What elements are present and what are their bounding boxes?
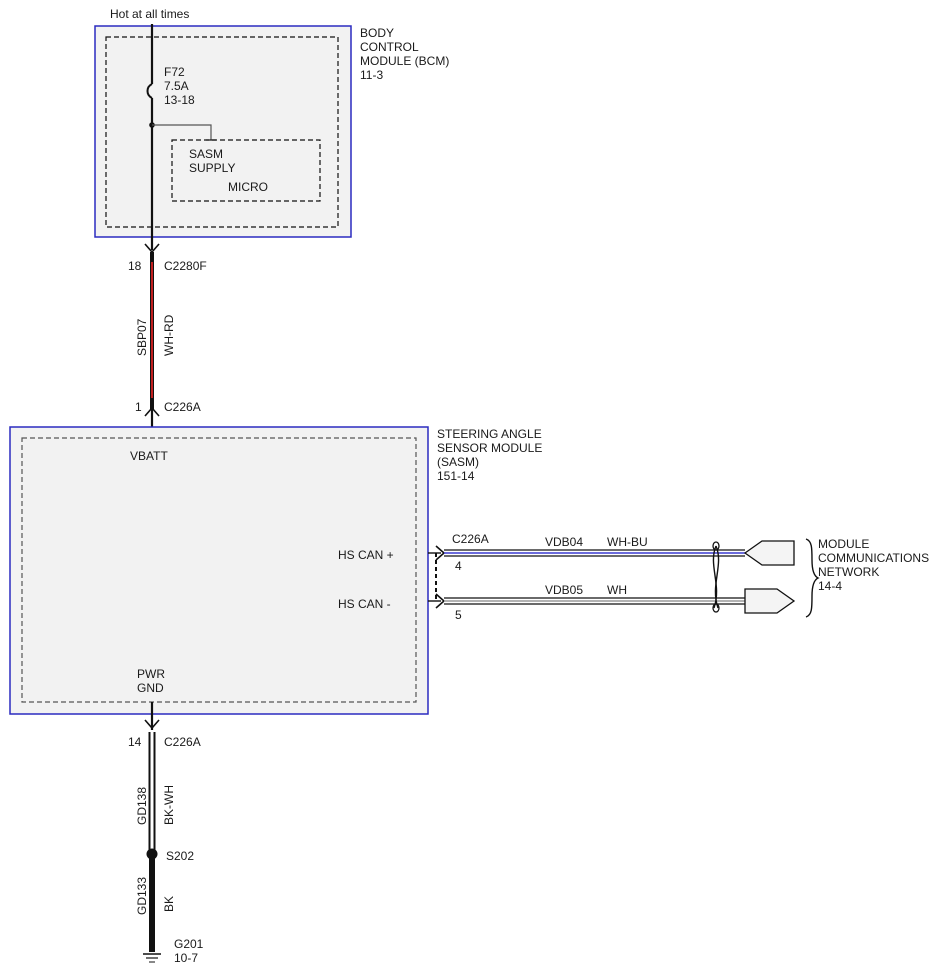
network-connector-high-arrow[interactable] — [743, 540, 795, 566]
fuse-id: F72 — [164, 65, 185, 79]
twisted-pair-top-loop — [712, 541, 720, 551]
micro-block[interactable] — [171, 139, 321, 202]
vbatt-pin-label: VBATT — [130, 449, 168, 463]
bcm-name-line-1: BODY — [360, 26, 394, 40]
c2280f-id: C2280F — [164, 259, 207, 273]
can-low-color: WH — [607, 583, 627, 597]
sasm-page-ref: 151-14 — [437, 469, 475, 483]
twisted-pair-symbol-b — [714, 545, 720, 609]
sasm-name-line-1: STEERING ANGLE — [437, 427, 542, 441]
pwr-gnd-line-2: GND — [137, 681, 164, 695]
gd133-circuit: GD133 — [135, 877, 149, 915]
micro-label: MICRO — [228, 180, 268, 194]
network-name-line-3: NETWORK — [818, 565, 879, 579]
micro-line-2: SUPPLY — [189, 161, 235, 175]
gd138-color: BK-WH — [162, 785, 176, 825]
can-low-pin: 5 — [455, 608, 462, 622]
fuse-rating: 7.5A — [164, 79, 189, 93]
twisted-pair-symbol — [712, 545, 718, 609]
c226a-pin1-id: C226A — [164, 400, 201, 414]
bcm-name-line-2: CONTROL — [360, 40, 419, 54]
ground-point-ref: 10-7 — [174, 951, 198, 965]
micro-feed-wire — [152, 124, 212, 140]
sasm-name-line-2: SENSOR MODULE — [437, 441, 542, 455]
pwr-gnd-line-1: PWR — [137, 667, 165, 681]
sasm-name-line-3: (SASM) — [437, 455, 479, 469]
can-high-pin: 4 — [455, 559, 462, 573]
supply-wire-color: WH-RD — [162, 314, 176, 356]
bcm-name-line-3: MODULE (BCM) — [360, 54, 449, 68]
network-name-line-2: COMMUNICATIONS — [818, 551, 929, 565]
can-high-color: WH-BU — [607, 535, 648, 549]
gd133-color: BK — [162, 896, 176, 912]
can-high-circuit: VDB04 — [545, 535, 583, 549]
bcm-page-ref: 11-3 — [360, 68, 383, 82]
c226a-pin1-number: 1 — [135, 400, 142, 414]
can-low-circuit: VDB05 — [545, 583, 583, 597]
network-brace — [805, 538, 820, 618]
bcm-module-box[interactable] — [94, 25, 352, 238]
micro-line-1: SASM — [189, 147, 223, 161]
power-source-label: Hot at all times — [110, 7, 189, 21]
fuse-f72-symbol[interactable] — [146, 83, 153, 99]
sasm-module-box[interactable] — [9, 426, 429, 715]
ground-connector-pin: 14 — [128, 735, 142, 749]
hs-can-plus-label: HS CAN + — [338, 548, 394, 562]
hs-can-minus-label: HS CAN - — [338, 597, 391, 611]
connector-c226a-pin14-symbol[interactable] — [144, 719, 160, 730]
gd138-circuit: GD138 — [135, 787, 149, 825]
supply-wire-circuit: SBP07 — [135, 318, 149, 356]
network-name-line-1: MODULE — [818, 537, 869, 551]
fuse-ref: 13-18 — [164, 93, 195, 107]
can-connector-id: C226A — [452, 532, 489, 546]
splice-s202-label: S202 — [166, 849, 194, 863]
sasm-inner-boundary — [21, 437, 417, 703]
ground-point-id: G201 — [174, 937, 204, 951]
ground-connector-id: C226A — [164, 735, 201, 749]
splice-s202-dot[interactable] — [146, 848, 158, 860]
twisted-pair-bottom-loop — [712, 603, 720, 613]
network-page-ref: 14-4 — [818, 579, 842, 593]
c2280f-pin: 18 — [128, 259, 142, 273]
bcm-inner-boundary — [105, 36, 339, 228]
network-connector-low-arrow[interactable] — [744, 588, 796, 614]
